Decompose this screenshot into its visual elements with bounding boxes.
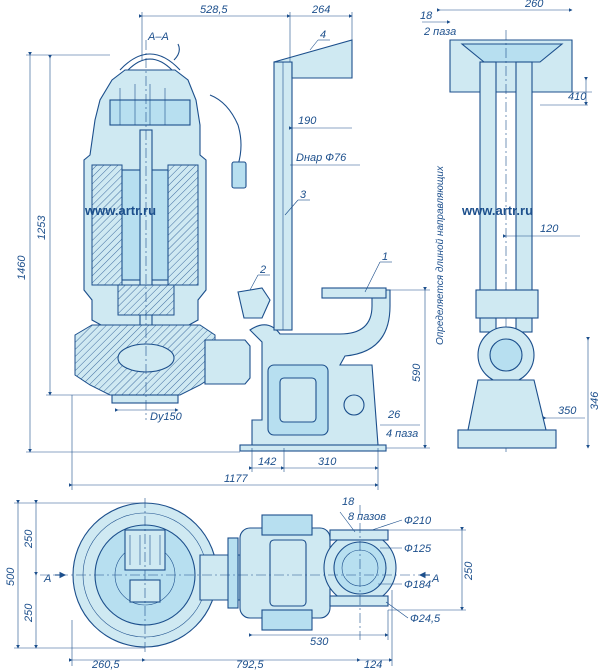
side-view <box>422 8 592 452</box>
guide-rails <box>273 39 353 331</box>
rail-length-note: Определяется длиной направляющих <box>435 165 446 345</box>
dim-310: 310 <box>318 456 337 468</box>
plan-dim-184: Ф184 <box>404 579 431 591</box>
front-section-view <box>74 40 251 420</box>
front-dimensions <box>26 12 430 490</box>
watermark-right: www.artr.ru <box>461 203 533 218</box>
power-cable <box>173 43 242 166</box>
dim-142: 142 <box>258 456 276 468</box>
section-mark-a-left: А <box>43 573 51 585</box>
dim-1177: 1177 <box>224 473 249 485</box>
plan-dim-210: Ф210 <box>404 515 432 527</box>
lifting-eye <box>119 53 181 71</box>
plan-dim-500: 500 <box>5 567 17 586</box>
dim-dnar-76: Dнар Ф76 <box>296 152 347 164</box>
plan-dim-250b: 250 <box>23 603 35 623</box>
cable-gland <box>231 161 247 189</box>
dim-190: 190 <box>298 115 317 127</box>
plan-dim-530: 530 <box>310 636 329 648</box>
plan-view <box>14 498 466 666</box>
duckfoot-stand <box>237 287 391 452</box>
side-dim-410: 410 <box>568 91 587 103</box>
side-dim-346: 346 <box>589 391 600 410</box>
dim-1253: 1253 <box>36 215 48 240</box>
callout-leaders <box>249 39 392 293</box>
dim-264: 264 <box>311 4 330 16</box>
dim-590: 590 <box>411 363 423 382</box>
dim-528-5: 528,5 <box>200 4 228 16</box>
section-mark-a-right: А <box>431 573 439 585</box>
section-label: А–А <box>147 31 169 43</box>
side-dim-350: 350 <box>558 405 577 417</box>
side-dim-120: 120 <box>540 223 559 235</box>
side-dim-2-paza: 2 паза <box>423 26 456 38</box>
dim-dy150: Dy150 <box>150 411 183 423</box>
side-dim-260: 260 <box>524 0 544 10</box>
plan-dim-260-5: 260,5 <box>91 659 120 671</box>
plan-dim-24-5: Ф24,5 <box>410 613 441 625</box>
callout-2: 2 <box>259 264 266 276</box>
dim-4-paza: 4 паза <box>386 428 418 440</box>
plan-dim-125: Ф125 <box>404 543 432 555</box>
labels: А–А www.artr.ru www.artr.ru Определяется… <box>5 0 600 671</box>
plan-dim-792-5: 792,5 <box>236 659 264 671</box>
plan-dim-18: 18 <box>342 496 355 508</box>
watermark-left: www.artr.ru <box>84 203 156 218</box>
plan-dim-8-pazov: 8 пазов <box>348 511 386 523</box>
callout-4: 4 <box>320 29 326 41</box>
plan-dim-250c: 250 <box>463 561 475 581</box>
callout-1: 1 <box>382 251 388 263</box>
dim-26: 26 <box>387 409 401 421</box>
plan-dim-124: 124 <box>364 659 382 671</box>
callout-3: 3 <box>300 189 307 201</box>
side-dim-18: 18 <box>420 10 433 22</box>
plan-dim-250a: 250 <box>23 529 35 549</box>
dim-1460: 1460 <box>16 255 28 280</box>
